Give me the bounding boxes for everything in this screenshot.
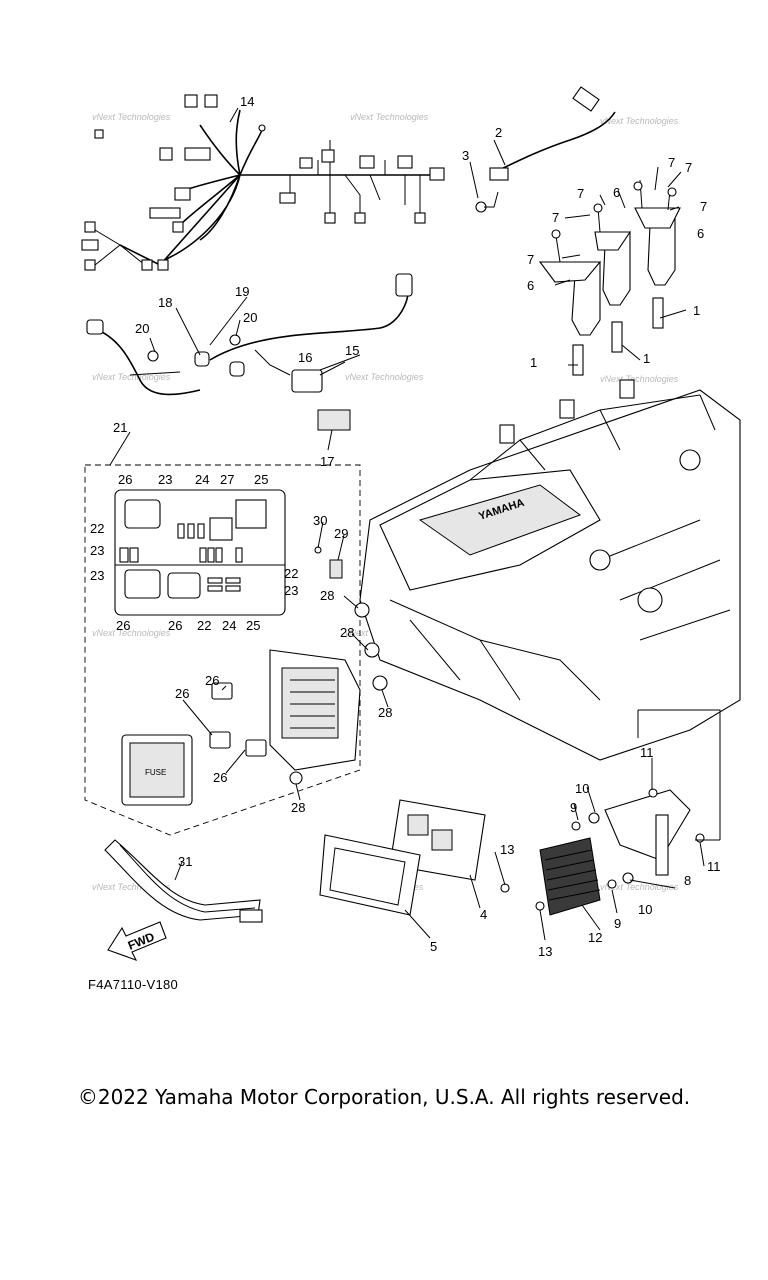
strap	[104, 839, 263, 923]
callout-4: 4	[480, 907, 487, 922]
callout-27: 27	[220, 472, 234, 487]
callout-26: 26	[168, 618, 182, 633]
callout-12: 12	[588, 930, 602, 945]
callout-11: 11	[707, 859, 721, 874]
fuse-box-detail: FUSE	[84, 464, 361, 836]
callout-14: 14	[240, 94, 254, 109]
callout-9: 9	[570, 800, 577, 815]
watermark: vNext Technologies	[92, 372, 171, 382]
callout-18: 18	[158, 295, 172, 310]
callout-22: 22	[284, 566, 298, 581]
callout-6: 6	[697, 226, 704, 241]
callout-7: 7	[527, 252, 534, 267]
callout-8: 8	[684, 873, 691, 888]
callout-9: 9	[614, 916, 621, 931]
callout-26: 26	[118, 472, 132, 487]
callout-17: 17	[320, 454, 334, 469]
ignition-coils	[538, 179, 681, 376]
callout-1: 1	[643, 351, 650, 366]
callout-23: 23	[90, 543, 104, 558]
callout-28: 28	[320, 588, 334, 603]
callout-30: 30	[313, 513, 327, 528]
callout-7: 7	[668, 155, 675, 170]
engine-block: YAMAHA	[359, 379, 741, 761]
regulator-assembly	[500, 709, 721, 916]
callout-23: 23	[284, 583, 298, 598]
callout-26: 26	[213, 770, 227, 785]
callout-13: 13	[538, 944, 552, 959]
watermark: vNext Technologies	[92, 882, 171, 892]
cable-assembly	[86, 273, 413, 431]
callout-11: 11	[640, 745, 654, 760]
callout-1: 1	[530, 355, 537, 370]
callout-21: 21	[113, 420, 127, 435]
watermark: vNext Technologies	[350, 112, 429, 122]
fuse-cover-label: FUSE	[145, 768, 166, 777]
callout-23: 23	[90, 568, 104, 583]
callout-29: 29	[334, 526, 348, 541]
fwd-label: FWD	[126, 929, 157, 952]
callout-1: 1	[693, 303, 700, 318]
callout-26: 26	[205, 673, 219, 688]
sensor-lead	[475, 86, 616, 213]
callout-7: 7	[577, 186, 584, 201]
watermark: vNext Technologies	[345, 372, 424, 382]
callout-26: 26	[175, 686, 189, 701]
callout-23: 23	[158, 472, 172, 487]
callout-13: 13	[500, 842, 514, 857]
callout-20: 20	[135, 321, 149, 336]
callout-10: 10	[638, 902, 652, 917]
callout-labels: 14 2 3 7 7 6 7 7 7 6 7 6 1 1 1 19 18 20 …	[90, 94, 721, 959]
callout-10: 10	[575, 781, 589, 796]
callout-22: 22	[197, 618, 211, 633]
callout-7: 7	[552, 210, 559, 225]
callout-24: 24	[222, 618, 236, 633]
watermark: vNext Technologies	[92, 628, 171, 638]
leader-lines	[109, 107, 705, 941]
callout-28: 28	[340, 625, 354, 640]
callout-6: 6	[613, 185, 620, 200]
callout-19: 19	[235, 284, 249, 299]
callout-7: 7	[685, 160, 692, 175]
wire-harness	[81, 94, 445, 271]
callout-3: 3	[462, 148, 469, 163]
watermark: vNext Technologies	[600, 116, 679, 126]
callout-6: 6	[527, 278, 534, 293]
callout-25: 25	[254, 472, 268, 487]
forward-direction-arrow: FWD	[107, 921, 167, 961]
callout-28: 28	[291, 800, 305, 815]
callout-28: 28	[378, 705, 392, 720]
callout-20: 20	[243, 310, 257, 325]
diagram-reference-code: F4A7110-V180	[88, 977, 179, 992]
callout-7: 7	[700, 199, 707, 214]
watermark: vNext Technologies	[600, 374, 679, 384]
callout-26: 26	[116, 618, 130, 633]
grommets-and-clips	[314, 546, 388, 691]
callout-24: 24	[195, 472, 209, 487]
copyright-notice: ©2022 Yamaha Motor Corporation, U.S.A. A…	[77, 1085, 691, 1109]
callout-15: 15	[345, 343, 359, 358]
callout-2: 2	[495, 125, 502, 140]
callout-5: 5	[430, 939, 437, 954]
callout-25: 25	[246, 618, 260, 633]
callout-31: 31	[178, 854, 192, 869]
watermark: vNext Technologies	[600, 882, 679, 892]
callout-16: 16	[298, 350, 312, 365]
control-modules	[319, 799, 486, 916]
callout-22: 22	[90, 521, 104, 536]
watermark: vNext Technologies	[92, 112, 171, 122]
